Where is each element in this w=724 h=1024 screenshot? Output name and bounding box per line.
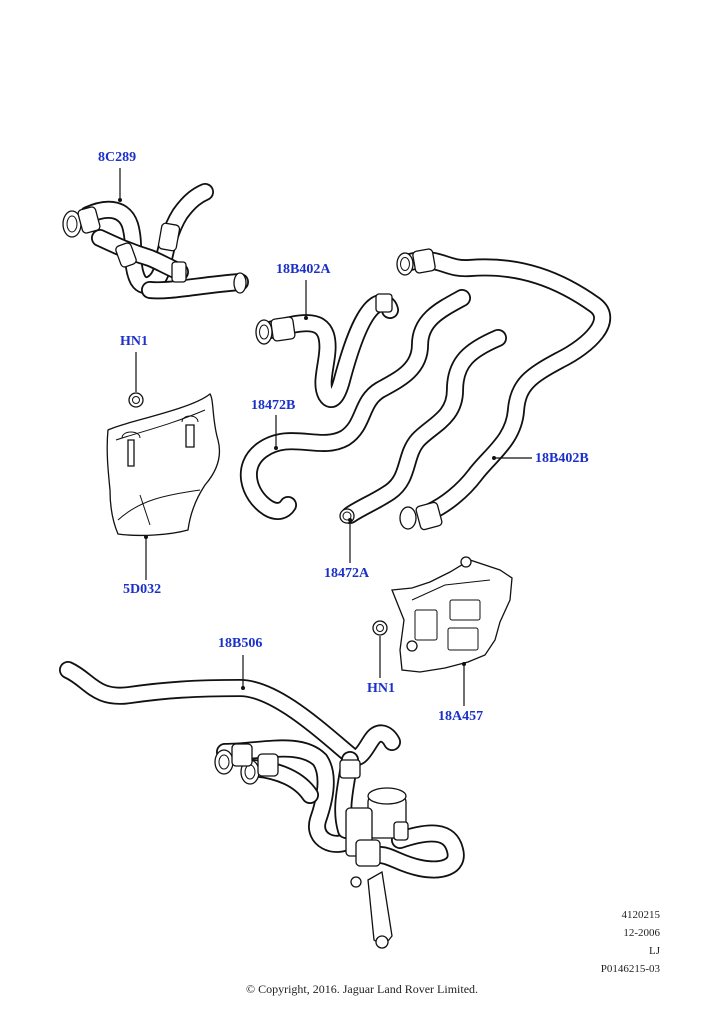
label-hn1-top[interactable]: HN1 xyxy=(120,334,148,349)
hose-18472a[interactable] xyxy=(339,329,507,524)
leader-lines xyxy=(118,168,532,706)
heater-valve[interactable] xyxy=(345,787,409,949)
grommet-hn1-bottom[interactable] xyxy=(372,620,388,636)
ref-number: 4120215 xyxy=(621,909,661,921)
hose-18b402a[interactable] xyxy=(255,293,399,408)
author-initials: LJ xyxy=(649,945,660,957)
label-8c289[interactable]: 8C289 xyxy=(98,150,137,165)
label-18472b[interactable]: 18472B xyxy=(251,398,296,413)
label-5d032[interactable]: 5D032 xyxy=(123,582,162,597)
grommet-hn1-top[interactable] xyxy=(128,392,144,408)
label-hn1-bottom[interactable]: HN1 xyxy=(367,681,395,696)
drawing-date: 12-2006 xyxy=(623,927,660,939)
hose-clamp xyxy=(77,206,101,234)
hose-18b402b[interactable] xyxy=(396,248,611,531)
label-18472a[interactable]: 18472A xyxy=(324,566,370,581)
heat-shield-5d032[interactable] xyxy=(106,393,221,537)
hose-8c289[interactable] xyxy=(62,183,249,300)
bracket-18a457[interactable] xyxy=(391,556,513,673)
label-18a457[interactable]: 18A457 xyxy=(438,709,484,724)
label-18b402b[interactable]: 18B402B xyxy=(535,451,589,466)
label-18b506[interactable]: 18B506 xyxy=(218,636,263,651)
hose-end-fitting xyxy=(214,749,234,775)
hose-18472b[interactable] xyxy=(239,289,471,520)
drawing-number: P0146215-03 xyxy=(600,963,660,975)
hose-18b506[interactable] xyxy=(59,661,465,879)
copyright-notice: © Copyright, 2016. Jaguar Land Rover Lim… xyxy=(245,982,479,996)
label-18b402a[interactable]: 18B402A xyxy=(276,262,331,277)
